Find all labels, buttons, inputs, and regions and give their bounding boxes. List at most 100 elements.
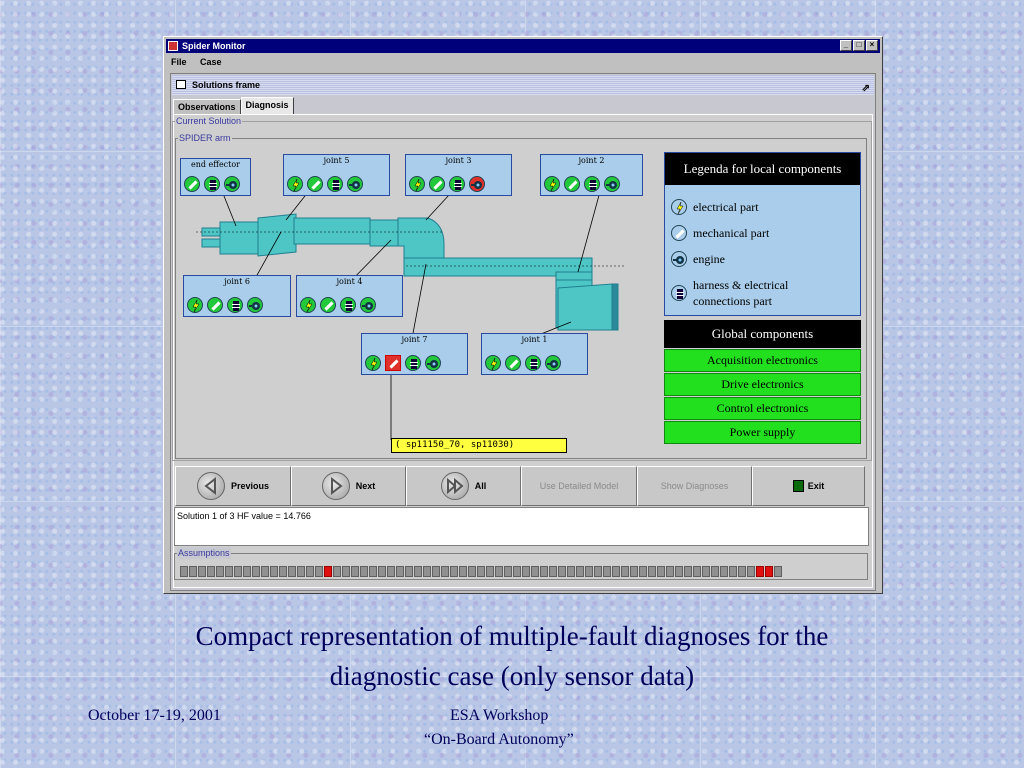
assumption-cell[interactable] (459, 566, 467, 577)
assumption-cell[interactable] (261, 566, 269, 577)
assumption-cell[interactable] (504, 566, 512, 577)
assumption-cell[interactable] (621, 566, 629, 577)
fast-forward-icon (440, 472, 469, 500)
end-effector-box[interactable]: end effector (180, 158, 251, 196)
frame-maximize-icon[interactable]: ⇗ (861, 83, 870, 94)
assumption-cell[interactable] (252, 566, 260, 577)
previous-button[interactable]: Previous (175, 466, 291, 506)
assumption-cell[interactable] (387, 566, 395, 577)
tab-observations[interactable]: Observations (173, 99, 241, 114)
maximize-button[interactable]: □ (853, 40, 865, 51)
assumption-cell[interactable] (684, 566, 692, 577)
solution-status-area[interactable]: Solution 1 of 3 HF value = 14.766 (174, 507, 869, 546)
menu-case[interactable]: Case (200, 57, 222, 67)
assumption-cell[interactable] (369, 566, 377, 577)
exit-button[interactable]: Exit (752, 466, 865, 506)
assumption-cell[interactable] (747, 566, 755, 577)
assumption-cell[interactable] (378, 566, 386, 577)
assumption-cell[interactable] (207, 566, 215, 577)
global-item-power[interactable]: Power supply (664, 421, 861, 444)
assumption-cell[interactable] (513, 566, 521, 577)
next-button[interactable]: Next (291, 466, 406, 506)
assumption-cell[interactable] (306, 566, 314, 577)
joint6-box[interactable]: joint 6 (183, 275, 291, 317)
joint2-box[interactable]: joint 2 (540, 154, 643, 196)
assumption-cell[interactable] (189, 566, 197, 577)
previous-arrow-icon (196, 472, 225, 500)
assumption-cell[interactable] (216, 566, 224, 577)
assumption-cell[interactable] (477, 566, 485, 577)
assumption-cell[interactable] (342, 566, 350, 577)
assumption-cell[interactable] (711, 566, 719, 577)
assumption-cell[interactable] (351, 566, 359, 577)
assumption-cell[interactable] (630, 566, 638, 577)
assumption-cell[interactable] (333, 566, 341, 577)
assumption-cell[interactable] (666, 566, 674, 577)
minimize-button[interactable]: _ (840, 40, 852, 51)
global-item-control[interactable]: Control electronics (664, 397, 861, 420)
close-button[interactable]: × (866, 40, 878, 51)
assumption-cell[interactable] (612, 566, 620, 577)
assumption-cell[interactable] (765, 566, 773, 577)
assumption-cell[interactable] (450, 566, 458, 577)
assumption-cell[interactable] (603, 566, 611, 577)
assumption-cell[interactable] (198, 566, 206, 577)
assumption-cell[interactable] (396, 566, 404, 577)
assumption-cell[interactable] (738, 566, 746, 577)
assumption-cell[interactable] (432, 566, 440, 577)
solutions-frame-titlebar[interactable]: Solutions frame ⇗ (172, 75, 874, 95)
assumption-cell[interactable] (567, 566, 575, 577)
assumption-cell[interactable] (657, 566, 665, 577)
joint7-box[interactable]: joint 7 (361, 333, 468, 375)
assumption-cell[interactable] (585, 566, 593, 577)
assumption-cell[interactable] (243, 566, 251, 577)
assumption-cell[interactable] (315, 566, 323, 577)
joint3-box[interactable]: joint 3 (405, 154, 512, 196)
assumption-cell[interactable] (522, 566, 530, 577)
assumption-cell[interactable] (558, 566, 566, 577)
assumption-cell[interactable] (648, 566, 656, 577)
global-item-acquisition[interactable]: Acquisition electronics (664, 349, 861, 372)
assumption-cell[interactable] (441, 566, 449, 577)
menu-file[interactable]: File (171, 57, 187, 67)
global-item-drive[interactable]: Drive electronics (664, 373, 861, 396)
all-button[interactable]: All (406, 466, 521, 506)
joint1-box[interactable]: joint 1 (481, 333, 588, 375)
assumption-cell-violated[interactable] (756, 566, 764, 577)
assumption-cell[interactable] (720, 566, 728, 577)
window-titlebar[interactable]: Spider Monitor _ □ × (166, 39, 880, 53)
assumption-cell[interactable] (675, 566, 683, 577)
assumption-cell[interactable] (414, 566, 422, 577)
assumption-cell[interactable] (468, 566, 476, 577)
assumption-cell[interactable] (225, 566, 233, 577)
menu-bar: File Case (166, 54, 880, 70)
assumption-cell[interactable] (693, 566, 701, 577)
assumption-cell[interactable] (486, 566, 494, 577)
assumption-cell[interactable] (288, 566, 296, 577)
assumption-cell[interactable] (540, 566, 548, 577)
footer-subtitle: “On-Board Autonomy” (424, 731, 574, 748)
show-diagnoses-button[interactable]: Show Diagnoses (637, 466, 752, 506)
assumption-cell[interactable] (270, 566, 278, 577)
joint5-box[interactable]: joint 5 (283, 154, 390, 196)
assumption-cell[interactable] (774, 566, 782, 577)
assumption-cell[interactable] (576, 566, 584, 577)
assumption-cell[interactable] (279, 566, 287, 577)
assumption-cell[interactable] (729, 566, 737, 577)
assumption-cell[interactable] (180, 566, 188, 577)
assumption-cell[interactable] (234, 566, 242, 577)
assumption-cell[interactable] (594, 566, 602, 577)
assumption-cell[interactable] (405, 566, 413, 577)
use-detailed-model-button[interactable]: Use Detailed Model (521, 466, 637, 506)
assumption-cell-violated[interactable] (324, 566, 332, 577)
assumption-cell[interactable] (423, 566, 431, 577)
assumption-cell[interactable] (360, 566, 368, 577)
tab-diagnosis[interactable]: Diagnosis (240, 97, 294, 114)
assumption-cell[interactable] (531, 566, 539, 577)
assumption-cell[interactable] (495, 566, 503, 577)
assumption-cell[interactable] (702, 566, 710, 577)
assumption-cell[interactable] (297, 566, 305, 577)
joint4-box[interactable]: joint 4 (296, 275, 403, 317)
assumption-cell[interactable] (639, 566, 647, 577)
assumption-cell[interactable] (549, 566, 557, 577)
